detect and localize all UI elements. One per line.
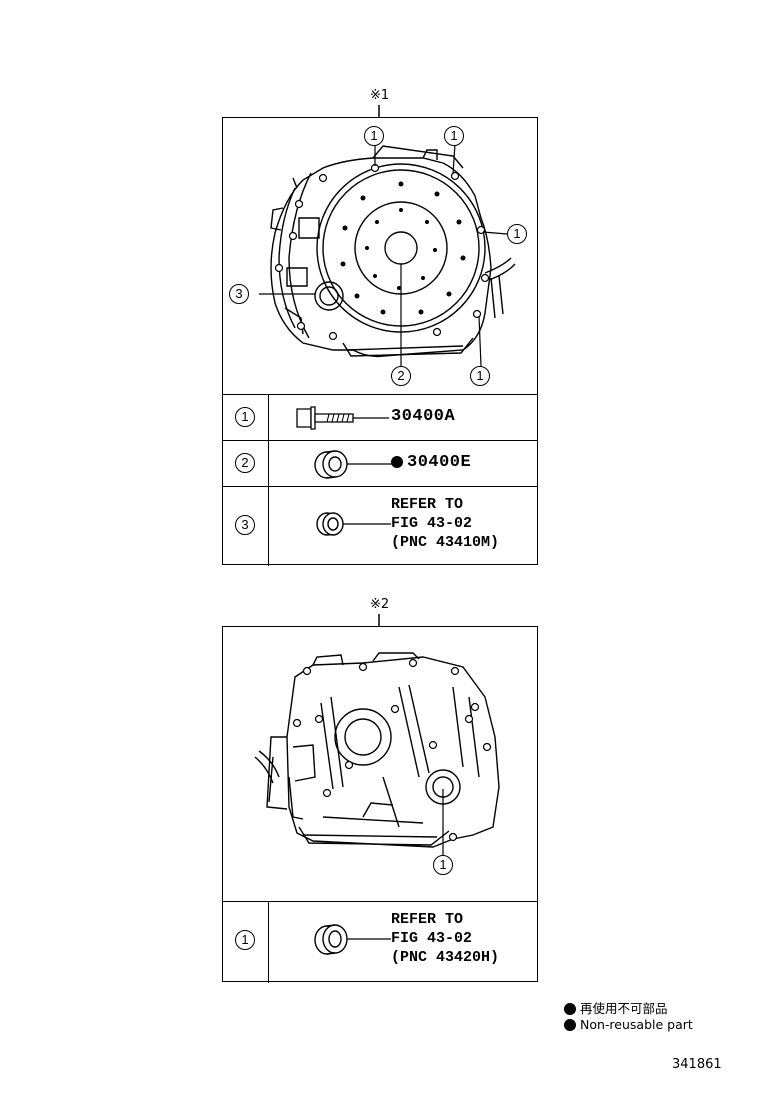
row-number: 1 xyxy=(235,930,255,950)
non-reusable-dot-icon xyxy=(391,456,403,468)
part-number-30400e: 30400E xyxy=(391,453,471,472)
callout-3-left: 3 xyxy=(229,284,249,304)
row-number: 2 xyxy=(235,453,255,473)
callout-1-top-left: 1 xyxy=(364,126,384,146)
row-number: 3 xyxy=(235,515,255,535)
oil-seal-icon xyxy=(314,450,395,479)
parts-row-2: 2 30400E xyxy=(223,440,537,486)
oil-seal-icon xyxy=(314,924,391,955)
legend-english: Non-reusable part xyxy=(564,1017,693,1032)
callout-1-top-right: 1 xyxy=(444,126,464,146)
transmission-rear-illustration xyxy=(254,652,500,855)
marker-1: ※1 xyxy=(370,88,390,103)
parts-row-1: 1 30400A xyxy=(223,394,537,440)
non-reusable-dot-icon xyxy=(564,1019,576,1031)
marker-2: ※2 xyxy=(370,597,390,612)
part-number-30400a: 30400A xyxy=(391,407,456,426)
legend-japanese: 再使用不可部品 xyxy=(564,998,668,1017)
transmission-front-illustration xyxy=(259,143,516,367)
callout-1-bottom-right: 1 xyxy=(470,366,490,386)
callout-1-right: 1 xyxy=(507,224,527,244)
callout-2-bottom: 2 xyxy=(391,366,411,386)
row-number: 1 xyxy=(235,407,255,427)
bolt-icon xyxy=(296,406,389,430)
diagram-1-panel: 1 1 1 3 2 1 1 30400A 2 xyxy=(222,117,538,566)
callout-1-seal: 1 xyxy=(433,855,453,875)
non-reusable-dot-icon xyxy=(564,1003,576,1015)
illustration-id: 341861 xyxy=(672,1057,722,1072)
oil-seal-small-icon xyxy=(316,512,391,536)
